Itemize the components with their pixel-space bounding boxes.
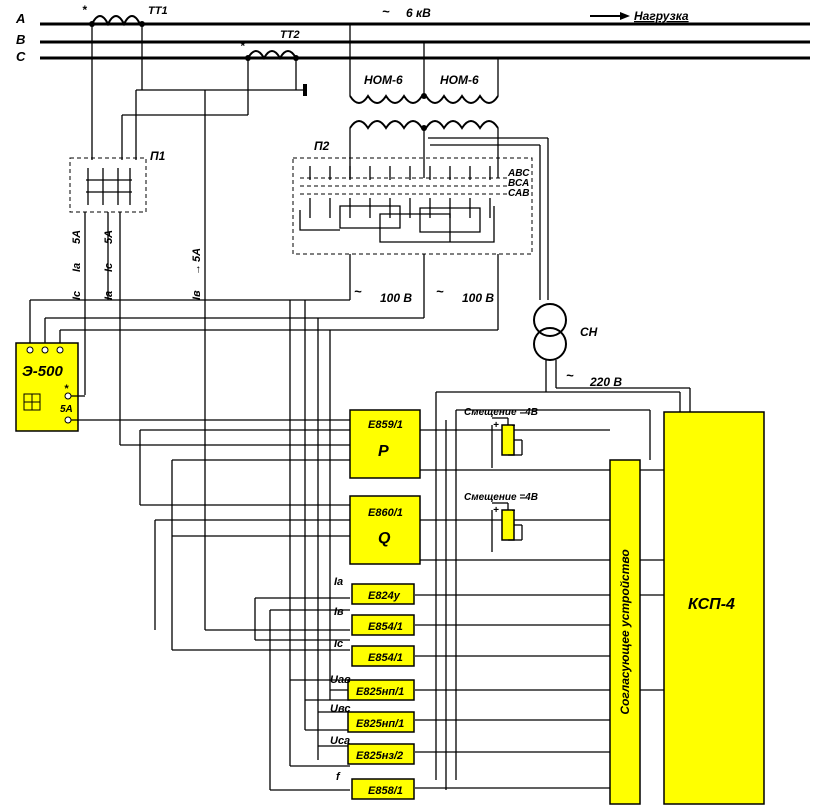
- bias-minus-2: -: [512, 505, 516, 516]
- current-5a-left: 5А: [71, 230, 83, 244]
- transducer-f-model: Е858/1: [368, 785, 403, 797]
- transducer-ia-label: Ia: [334, 576, 343, 588]
- current-ia-right: Ia: [103, 291, 115, 300]
- meter-star: *: [64, 383, 69, 395]
- ct1-star: *: [82, 3, 88, 17]
- transducer-ia-model: Е824у: [368, 590, 401, 602]
- matching-device-label: Согласующее устройство: [618, 549, 632, 714]
- transducer-uab-model: Е825нп/1: [356, 686, 404, 698]
- meter-terminals: [26, 346, 72, 424]
- current-iv-5a: 5А: [191, 248, 203, 262]
- switch-p1-contacts: [86, 168, 132, 205]
- tilde-220v: ~: [566, 368, 574, 383]
- transducer-iv: [351, 614, 415, 636]
- aux-220v-wires: [435, 360, 691, 780]
- switch-p1-frame: [69, 157, 147, 213]
- ct2-label: ТТ2: [280, 29, 300, 41]
- transducer-uca-label: Uса: [330, 735, 350, 747]
- bias-resistor-1-icon: [491, 417, 523, 468]
- switch-p2-contacts: [299, 166, 508, 243]
- bus-a-label: A: [15, 11, 25, 26]
- transducer-p-model: Е859/1: [368, 419, 403, 431]
- ct2-star: *: [240, 39, 246, 53]
- tilde-100v-right: ~: [436, 284, 444, 299]
- phase-abc: АВС: [507, 168, 530, 179]
- vt-100v-wires: [29, 254, 499, 345]
- transducer-ic-label: Ic: [334, 638, 343, 650]
- transducer-f: [351, 778, 415, 800]
- tilde-bus: ~: [382, 4, 390, 19]
- transducer-p-symbol: Р: [378, 443, 389, 460]
- v100-right: 100 В: [462, 291, 494, 305]
- transducer-p: [349, 409, 421, 479]
- bus-voltage-label: 6 кВ: [406, 6, 431, 20]
- aux-transformer-label: СН: [580, 325, 598, 339]
- transducer-ubc-label: Uвс: [330, 703, 350, 715]
- busbars: [40, 22, 810, 60]
- distribution-wires: [120, 300, 350, 791]
- transducer-ubc-model: Е825нп/1: [356, 718, 404, 730]
- transducer-ic-model: Е854/1: [368, 652, 403, 664]
- bias-plus-2: +: [493, 505, 499, 516]
- bias-minus-1: -: [512, 420, 516, 431]
- p1-output-wires: [84, 212, 121, 445]
- vt-secondary-wires: [349, 128, 549, 300]
- transducer-uab: [347, 679, 415, 701]
- ksp4-label: КСП-4: [688, 596, 735, 613]
- ksp4-unit: [663, 411, 765, 805]
- transducer-iv-label: Iв: [334, 606, 344, 618]
- ct-secondary-wires: [91, 24, 307, 630]
- bias-label-2: Смещение =4В: [464, 492, 538, 503]
- transducer-ubc: [347, 711, 415, 733]
- current-5a-right: 5А: [103, 230, 115, 244]
- meter-amp: 5А: [60, 404, 73, 415]
- ct1-label: ТТ1: [148, 5, 168, 17]
- phase-cab: САВ: [508, 188, 529, 199]
- current-iv-arrow: →: [191, 264, 203, 275]
- tilde-100v-left: ~: [354, 284, 362, 299]
- transducer-uca: [347, 743, 415, 765]
- load-arrow-icon: [590, 12, 630, 20]
- transducer-q-symbol: Q: [378, 530, 391, 547]
- transducer-q: [349, 495, 421, 565]
- transducer-ia: [351, 583, 415, 605]
- meter-current-wires: [71, 395, 350, 421]
- transducer-q-model: Е860/1: [368, 507, 403, 519]
- phase-bca: ВСА: [508, 178, 529, 189]
- meter-display-icon: [23, 393, 41, 411]
- bias-label-1: Смещение =4В: [464, 407, 538, 418]
- vt-right-label: НОМ-6: [440, 73, 479, 87]
- switch-p2-frame: [292, 157, 533, 255]
- bias-resistor-2-icon: [491, 502, 523, 552]
- vt-left-label: НОМ-6: [364, 73, 403, 87]
- meter-e500: [15, 342, 79, 432]
- load-label: Нагрузка: [634, 9, 689, 23]
- switch-p1-label: П1: [150, 149, 166, 163]
- current-iv: Iв: [191, 290, 203, 300]
- transducer-iv-model: Е854/1: [368, 621, 403, 633]
- meter-name: Э-500: [22, 363, 63, 380]
- current-ia-left: Ia: [71, 263, 83, 272]
- matching-device: [609, 459, 641, 805]
- transducer-uca-model: Е825нз/2: [356, 750, 403, 762]
- aux-transformer-icon: [533, 303, 567, 361]
- transducer-uab-label: Uав: [330, 674, 351, 686]
- bus-b-label: B: [16, 32, 25, 47]
- switch-p2-label: П2: [314, 139, 330, 153]
- current-ic-right: Ic: [103, 263, 115, 272]
- v220-label: 220 В: [589, 375, 622, 389]
- transducer-f-label: f: [336, 771, 341, 783]
- bus-c-label: C: [16, 49, 26, 64]
- current-ic-left: Ic: [71, 291, 83, 300]
- bias-plus-1: +: [493, 420, 499, 431]
- transducer-ic: [351, 645, 415, 667]
- v100-left: 100 В: [380, 291, 412, 305]
